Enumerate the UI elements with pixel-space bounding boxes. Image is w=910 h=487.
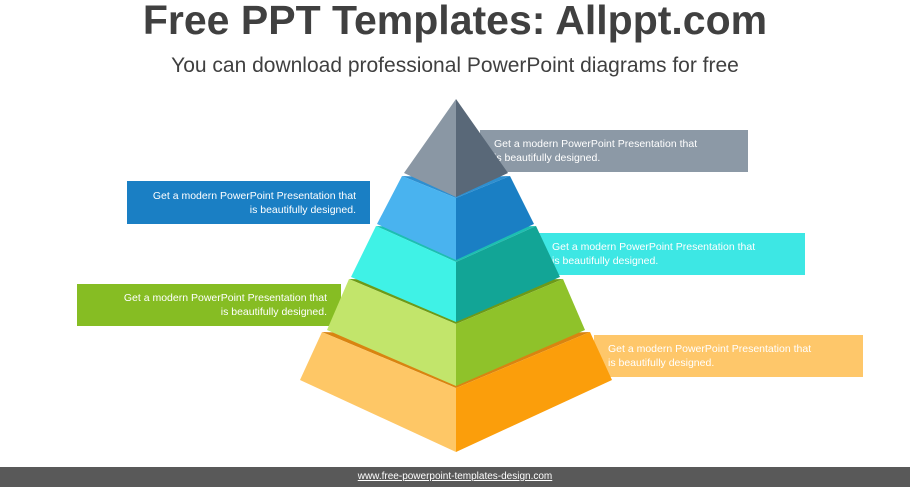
tier-4-right-face [456, 279, 585, 386]
level-4-label-line2: is beautifully designed. [220, 306, 327, 318]
level-5-label-box: Get a modern PowerPoint Presentation tha… [594, 335, 863, 377]
level-3-label-box: Get a modern PowerPoint Presentation tha… [538, 233, 805, 275]
level-1-label-line2: is beautifully designed. [494, 152, 601, 164]
level-4-label-box: Get a modern PowerPoint Presentation tha… [77, 284, 341, 326]
level-1-label-box: Get a modern PowerPoint Presentation tha… [480, 130, 748, 172]
tier-1-left-face [404, 99, 456, 197]
tier-5-left-face [300, 332, 456, 452]
tier-2-right-face [456, 176, 534, 260]
level-2-label-line1: Get a modern PowerPoint Presentation tha… [152, 189, 356, 202]
tier-3-right-face [456, 226, 560, 322]
level-4-label-line1: Get a modern PowerPoint Presentation tha… [123, 292, 327, 304]
level-5-label-line2: is beautifully designed. [608, 357, 715, 369]
tier-2-left-face [377, 176, 456, 260]
tier-3-left-face [351, 226, 456, 322]
level-2-label-line2: is beautifully designed. [249, 203, 356, 216]
level-2-label-box: Get a modern PowerPoint Presentation tha… [127, 181, 370, 224]
level-5-label-line1: Get a modern PowerPoint Presentation tha… [608, 343, 812, 355]
page-subtitle: You can download professional PowerPoint… [171, 54, 739, 77]
footer-bar: www.free-powerpoint-templates-design.com [0, 467, 910, 487]
level-3-label-line2: is beautifully designed. [552, 255, 659, 267]
tier-1-right-face [456, 99, 508, 197]
page-title: Free PPT Templates: Allppt.com [142, 0, 768, 43]
footer-url[interactable]: www.free-powerpoint-templates-design.com [357, 471, 553, 482]
level-1-label-line1: Get a modern PowerPoint Presentation tha… [494, 138, 698, 150]
tier-5-right-face [456, 332, 612, 452]
level-3-label-line1: Get a modern PowerPoint Presentation tha… [552, 241, 756, 253]
tier-4-left-face [327, 279, 456, 386]
